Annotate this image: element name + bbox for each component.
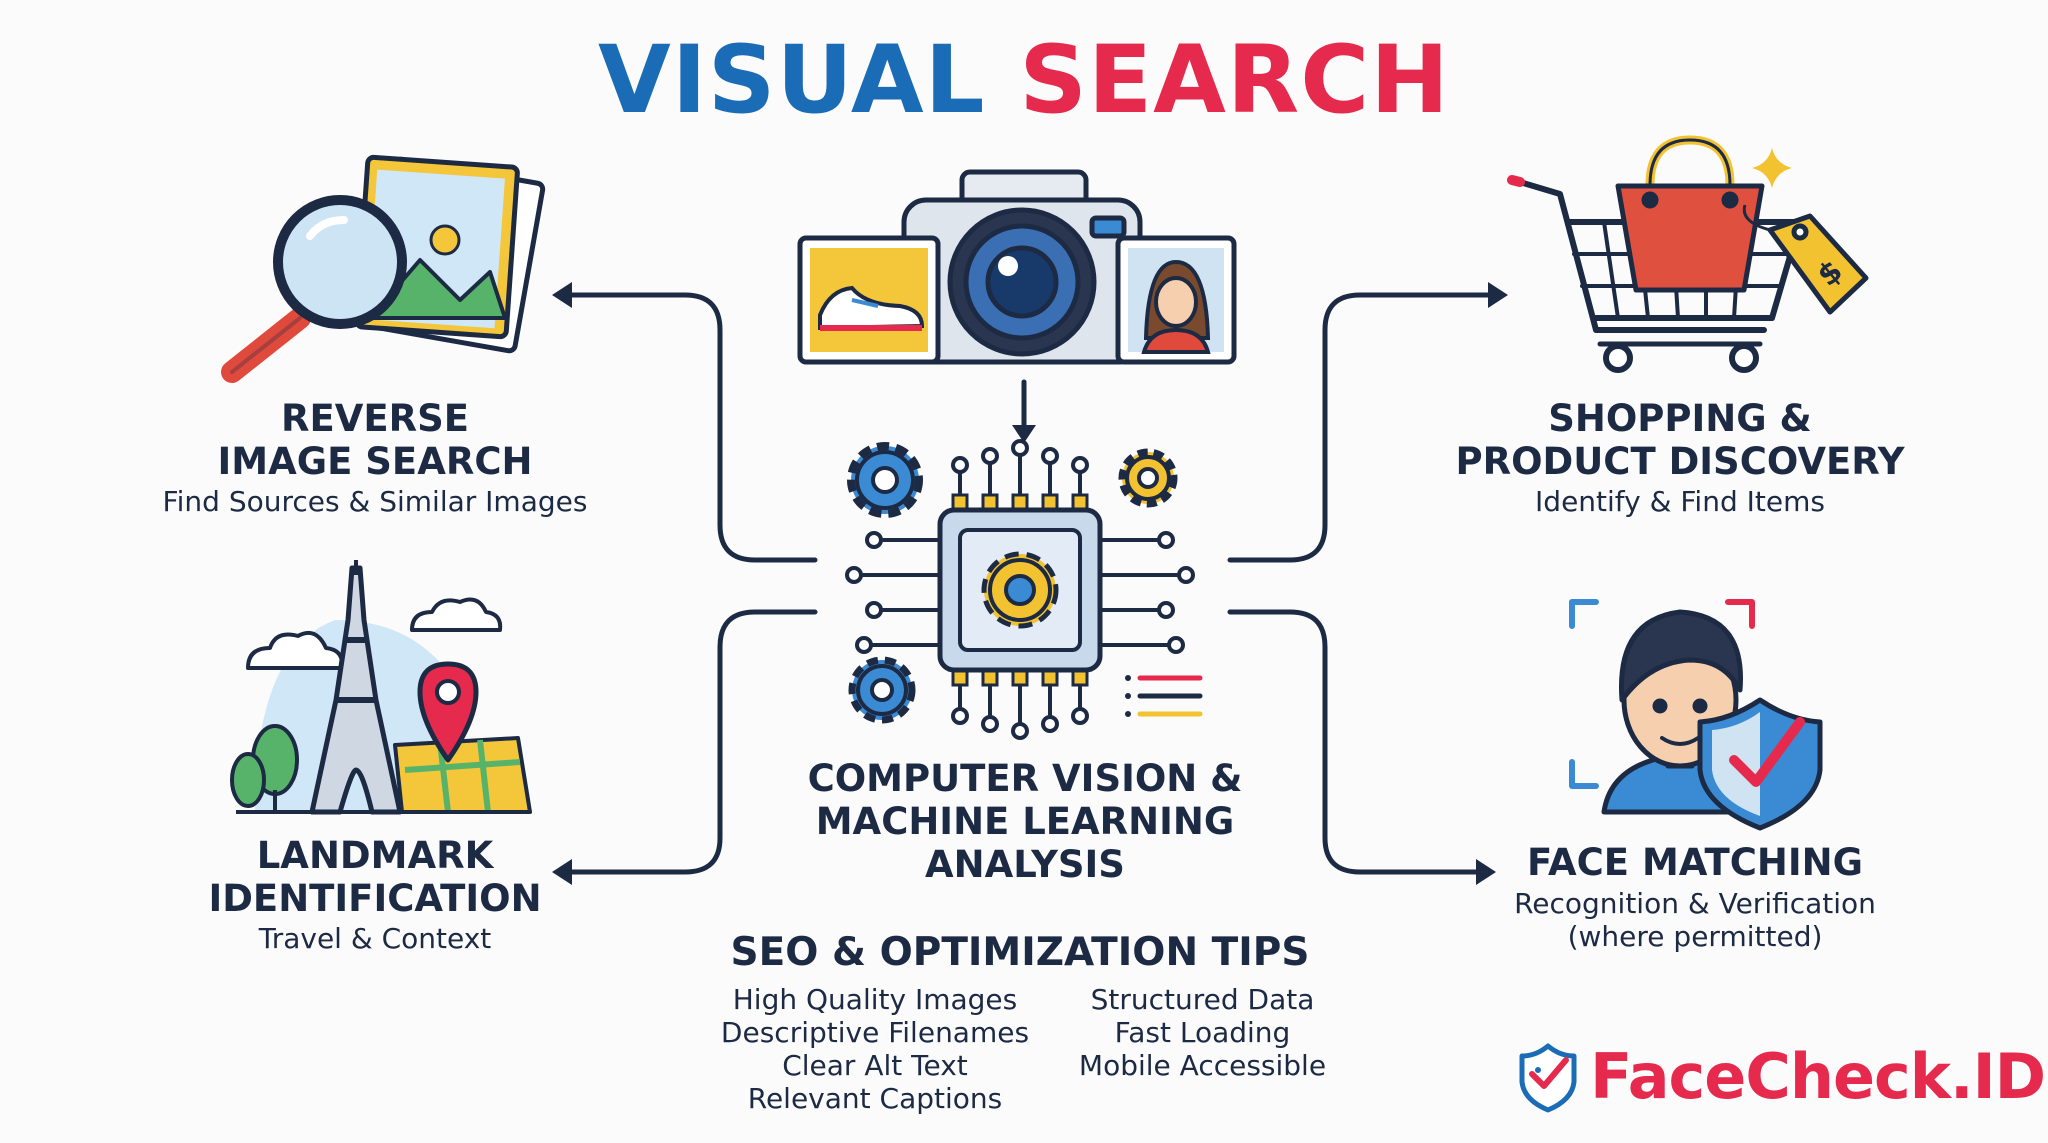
bag-icon: [1615, 135, 1765, 293]
gear-icon: [847, 442, 923, 518]
shopping-line2: PRODUCT DISCOVERY: [1455, 440, 1905, 483]
page-title: VISUAL SEARCH: [0, 34, 2048, 128]
seo-tip-right-3: Mobile Accessible: [1078, 1049, 1327, 1082]
title-word-visual: VISUAL: [598, 26, 986, 135]
list-lines-icon: [1125, 675, 1203, 717]
arrow-to-shopping: [1227, 292, 1503, 563]
sparkle-icon: [1752, 148, 1792, 188]
arrow-to-face: [1227, 609, 1491, 875]
brand-shield-icon: [1519, 1043, 1577, 1113]
seo-tip-left-4: Relevant Captions: [747, 1082, 1003, 1115]
gear-icon: [1118, 448, 1178, 508]
center-line2: MACHINE LEARNING: [815, 800, 1235, 843]
cloud-icon: [410, 597, 503, 632]
camera-icon: [901, 169, 1143, 365]
landmark-line2: IDENTIFICATION: [208, 877, 542, 920]
reverse-search-heading: REVERSE IMAGE SEARCH: [180, 397, 570, 483]
seo-tip-right-1: Structured Data: [1090, 983, 1315, 1016]
arrow-to-reverse-search: [557, 292, 818, 563]
gear-icon: [981, 551, 1059, 629]
center-heading: COMPUTER VISION & MACHINE LEARNING ANALY…: [760, 757, 1290, 886]
seo-tip-left-3: Clear Alt Text: [782, 1049, 968, 1082]
seo-tip-left-1: High Quality Images: [732, 983, 1018, 1016]
reverse-search-line1: REVERSE: [280, 397, 470, 440]
reverse-search-subtitle: Find Sources & Similar Images: [162, 485, 588, 518]
magnifier-photo-icon: [221, 154, 546, 383]
connector-arrows: [552, 282, 1508, 885]
price-tag-icon: $: [1742, 204, 1869, 315]
shopping-subtitle: Identify & Find Items: [1535, 485, 1825, 518]
shoe-photo-icon: [797, 235, 941, 365]
center-line1: COMPUTER VISION &: [807, 757, 1243, 800]
arrow-to-landmark: [557, 609, 818, 875]
woman-photo-icon: [1115, 235, 1237, 365]
brand-logo-text: FaceCheck.ID: [1590, 1040, 2046, 1113]
face-heading: FACE MATCHING: [1526, 841, 1864, 884]
landmark-heading: LANDMARK IDENTIFICATION: [180, 834, 570, 920]
shopping-heading: SHOPPING & PRODUCT DISCOVERY: [1420, 397, 1940, 483]
seo-tips-title: SEO & OPTIMIZATION TIPS: [730, 930, 1310, 975]
landmark-subtitle: Travel & Context: [258, 922, 492, 955]
eiffel-tower-icon: [230, 560, 532, 815]
face-subtitle-1: Recognition & Verification: [1514, 887, 1876, 920]
shield-check-icon: [1697, 697, 1823, 831]
chip-icon: [845, 439, 1195, 740]
gear-icon: [848, 656, 916, 724]
landmark-line1: LANDMARK: [256, 834, 494, 877]
center-line3: ANALYSIS: [925, 843, 1125, 886]
cloud-icon: [246, 631, 345, 670]
title-word-search: SEARCH: [1019, 26, 1450, 135]
map-pin-icon: [417, 661, 479, 763]
reverse-search-line2: IMAGE SEARCH: [217, 440, 533, 483]
shopping-line1: SHOPPING &: [1548, 397, 1812, 440]
seo-tip-right-2: Fast Loading: [1114, 1016, 1291, 1049]
seo-tip-left-2: Descriptive Filenames: [720, 1016, 1030, 1049]
face-subtitle-2: (where permitted): [1567, 920, 1823, 953]
